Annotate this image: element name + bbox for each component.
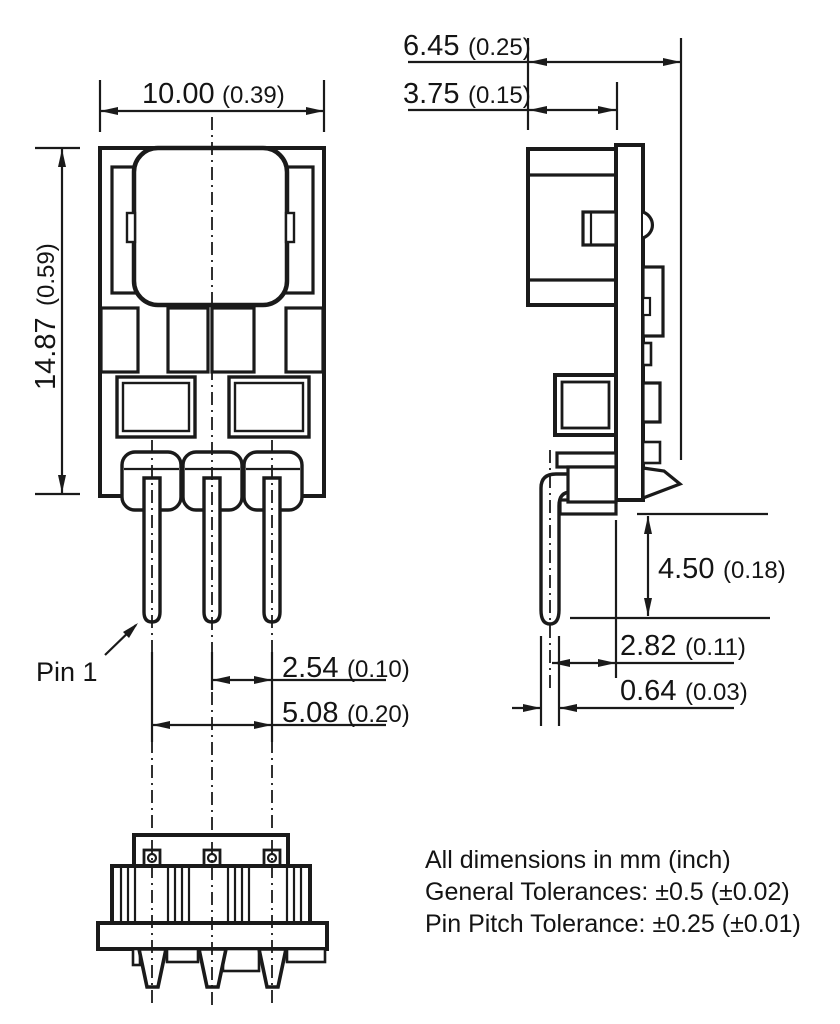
arrowhead xyxy=(306,107,324,115)
arrowhead xyxy=(523,704,541,712)
bottom-step-2 xyxy=(221,947,261,973)
side-tab-2 xyxy=(641,341,653,367)
arrowhead xyxy=(254,676,272,684)
side-flange-column xyxy=(614,143,645,502)
front-window-left-inner xyxy=(121,381,191,433)
arrowhead xyxy=(152,721,170,729)
side-snap-wedge xyxy=(641,466,684,501)
dim-body-height-mm: 14.87 xyxy=(30,317,62,390)
front-window-right-inner xyxy=(233,381,305,433)
dim-pin-pitch-mm: 2.54 xyxy=(282,652,338,684)
front-slot-3 xyxy=(210,306,256,374)
note-units: All dimensions in mm (inch) xyxy=(425,846,731,874)
dim-total-depth-inch: (0.25) xyxy=(468,34,531,61)
front-view xyxy=(98,145,326,624)
bottom-ribs xyxy=(119,866,303,923)
front-slot-1 xyxy=(99,306,140,374)
arrowhead xyxy=(254,721,272,729)
note-pin-pitch-tolerance: Pin Pitch Tolerance: ±0.25 (±0.01) xyxy=(425,910,801,938)
pin1-label: Pin 1 xyxy=(36,657,98,687)
bottom-pinhole-3-circle xyxy=(266,852,278,864)
front-slot-4 xyxy=(284,306,325,374)
bottom-step-1 xyxy=(165,947,200,964)
arrowhead xyxy=(100,107,118,115)
side-bent-pin xyxy=(539,472,574,626)
side-bump xyxy=(642,210,655,240)
dim-pin-offset: 2.82 (0.11) xyxy=(552,520,746,678)
dim-pin-pitch: 2.54 (0.10) xyxy=(150,652,410,742)
arrowhead xyxy=(598,106,616,114)
notes-block: All dimensions in mm (inch) General Tole… xyxy=(425,846,801,938)
front-lens-tab-left xyxy=(125,211,137,244)
dim-pin-span-mm: 5.08 xyxy=(282,697,338,729)
dim-front-depth-inch: (0.15) xyxy=(468,82,531,109)
side-tab-3 xyxy=(641,381,662,424)
dim-front-depth-mm: 3.75 xyxy=(403,78,459,110)
arrowhead xyxy=(529,106,547,114)
arrowhead xyxy=(598,659,616,667)
dim-pin-span: 5.08 (0.20) xyxy=(152,697,410,729)
dim-body-height-inch: (0.59) xyxy=(33,243,60,306)
dim-pin-thickness-inch: (0.03) xyxy=(685,679,748,706)
dim-pin-length-inch: (0.18) xyxy=(723,557,786,584)
side-view xyxy=(526,143,684,626)
arrowhead xyxy=(58,475,66,493)
arrowhead xyxy=(552,659,570,667)
side-latch-tab xyxy=(581,210,618,247)
dim-body-width-mm: 10.00 xyxy=(142,78,215,110)
arrowhead xyxy=(559,704,577,712)
arrowhead xyxy=(663,58,681,66)
dim-body-height: 14.87 (0.59) xyxy=(30,146,80,496)
bottom-pinhole-1-circle xyxy=(146,852,158,864)
side-tab-1-notch xyxy=(641,296,652,317)
dim-total-depth: 6.45 (0.25) xyxy=(403,30,683,460)
dim-pin-thickness-mm: 0.64 xyxy=(620,675,676,707)
dim-body-width: 10.00 (0.39) xyxy=(98,78,326,132)
bottom-ribbed-block xyxy=(110,864,312,925)
dim-pin-pitch-inch: (0.10) xyxy=(347,656,410,683)
side-pin-bracket xyxy=(566,465,618,504)
side-ledge xyxy=(555,451,618,469)
arrowhead xyxy=(123,623,138,638)
front-slot-2 xyxy=(166,306,210,374)
pin1-callout: Pin 1 xyxy=(36,623,138,687)
note-general-tolerance: General Tolerances: ±0.5 (±0.02) xyxy=(425,878,790,906)
side-body-bands xyxy=(528,173,616,282)
dim-pin-span-inch: (0.20) xyxy=(347,701,410,728)
dim-pin-thickness: 0.64 (0.03) xyxy=(512,636,748,726)
side-window-inner xyxy=(560,380,611,430)
front-lens xyxy=(131,145,290,308)
dim-pin-offset-mm: 2.82 xyxy=(620,630,676,662)
side-tab-4 xyxy=(641,440,662,465)
arrowhead xyxy=(58,149,66,167)
dim-pin-length-mm: 4.50 xyxy=(658,553,714,585)
arrowhead xyxy=(644,516,652,534)
arrowhead xyxy=(529,58,547,66)
dim-body-width-inch: (0.39) xyxy=(222,82,285,109)
dim-pin-offset-inch: (0.11) xyxy=(685,634,746,661)
arrowhead xyxy=(644,598,652,616)
arrowhead xyxy=(212,676,230,684)
dim-front-depth: 3.75 (0.15) xyxy=(403,78,619,130)
dim-total-depth-mm: 6.45 xyxy=(403,30,459,62)
dim-pin-length: 4.50 (0.18) xyxy=(570,512,786,620)
front-lens-tab-right xyxy=(284,211,296,244)
bottom-step-right xyxy=(285,947,327,964)
